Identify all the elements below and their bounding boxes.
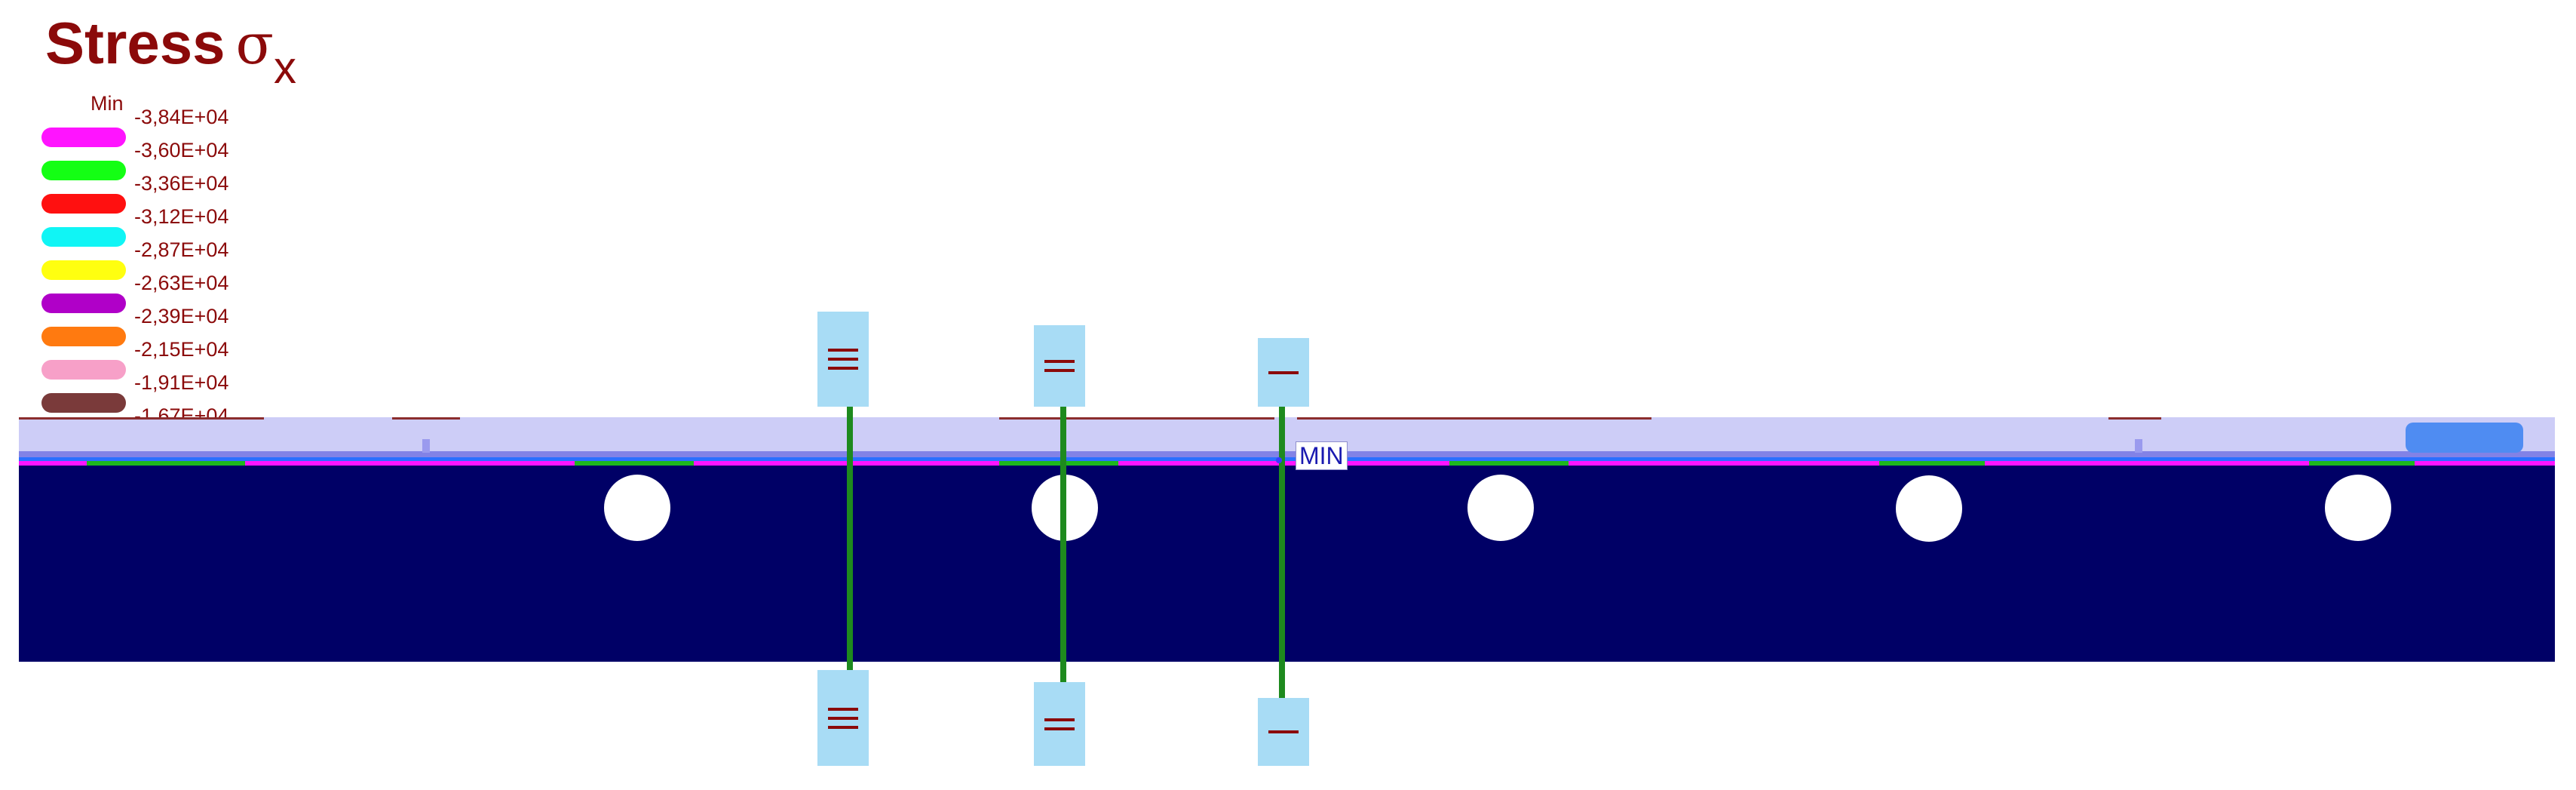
edge-mark xyxy=(2108,417,2161,420)
triple-bar-icon[interactable] xyxy=(817,312,869,407)
top-slab-band xyxy=(19,417,2555,451)
legend-value: -2,15E+04 xyxy=(133,336,229,363)
legend-swatch xyxy=(41,360,126,380)
double-bar-icon[interactable] xyxy=(1034,682,1085,766)
duct-hole xyxy=(604,475,670,541)
legend-swatch xyxy=(41,327,126,346)
legend-swatch xyxy=(41,128,126,147)
edge-mark xyxy=(1297,417,1651,420)
green-stress-mark xyxy=(999,461,1118,466)
legend-swatch xyxy=(41,161,126,180)
triple-bar-icon[interactable] xyxy=(817,670,869,766)
legend-swatch xyxy=(41,294,126,313)
sigma-subscript: x xyxy=(274,42,297,93)
blue-interface-line xyxy=(19,457,2555,461)
bearing-pad xyxy=(2406,423,2523,453)
legend-value: -2,63E+04 xyxy=(133,269,229,297)
title-text: Stress xyxy=(45,10,225,76)
legend-value: -3,12E+04 xyxy=(133,203,229,230)
green-stress-mark xyxy=(575,461,694,466)
double-bar-icon[interactable] xyxy=(1034,325,1085,407)
green-stress-mark xyxy=(1449,461,1569,466)
edge-mark xyxy=(999,417,1274,420)
duct-hole xyxy=(1896,475,1962,542)
edge-tick xyxy=(2135,439,2142,453)
legend-value: -3,60E+04 xyxy=(133,137,229,164)
legend-swatch xyxy=(41,260,126,280)
section-cut-line[interactable] xyxy=(1279,404,1285,698)
duct-hole xyxy=(2325,475,2391,541)
green-stress-mark xyxy=(1879,461,1985,466)
green-stress-mark xyxy=(87,461,245,466)
green-stress-mark xyxy=(2309,461,2415,466)
single-bar-icon[interactable] xyxy=(1258,698,1309,766)
legend-value: -1,91E+04 xyxy=(133,369,229,396)
edge-mark xyxy=(19,417,264,420)
section-body xyxy=(19,466,2555,662)
legend-value: -3,84E+04 xyxy=(133,103,229,131)
legend-value: -2,87E+04 xyxy=(133,236,229,263)
duct-hole xyxy=(1467,475,1534,541)
mid-slab-band xyxy=(19,451,2555,457)
sigma-symbol: σ xyxy=(235,12,274,77)
legend-swatch xyxy=(41,227,126,247)
min-point-marker xyxy=(1276,457,1282,463)
legend-swatch xyxy=(41,194,126,214)
section-cut-line[interactable] xyxy=(1060,404,1066,684)
min-label: MIN xyxy=(1296,441,1348,470)
single-bar-icon[interactable] xyxy=(1258,338,1309,407)
section-cut-line[interactable] xyxy=(847,404,853,672)
edge-mark xyxy=(392,417,460,420)
legend-value: -3,36E+04 xyxy=(133,170,229,197)
legend-value: -2,39E+04 xyxy=(133,303,229,330)
magenta-interface-line xyxy=(19,461,2555,466)
legend-min-label: Min xyxy=(90,92,124,115)
legend-swatch xyxy=(41,393,126,413)
edge-tick xyxy=(422,439,430,453)
